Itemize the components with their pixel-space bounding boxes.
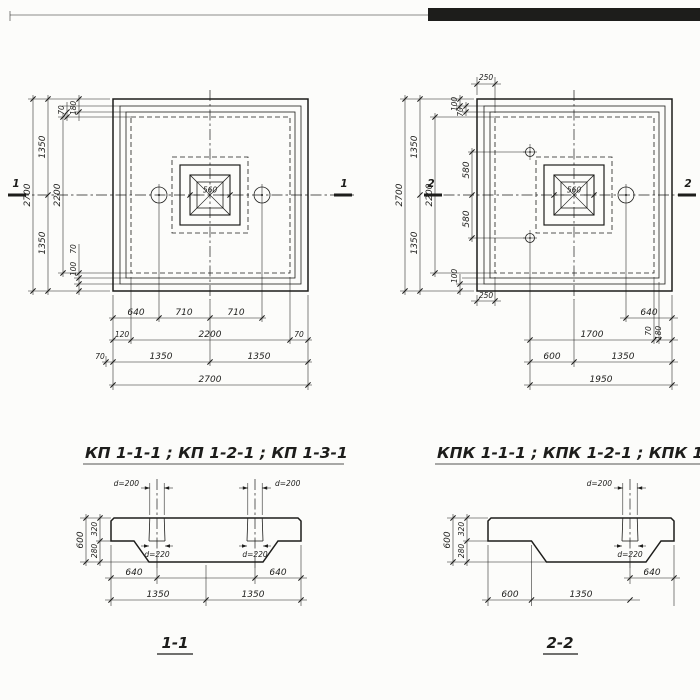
dim-280-sec11: 280 <box>90 544 99 559</box>
dim-580-bottom: 580 <box>462 210 472 227</box>
section11-extension-lines <box>80 517 302 606</box>
dim-250-top: 250 <box>479 73 494 82</box>
section11-sleeves <box>148 479 264 568</box>
dim-640-sec11-right: 640 <box>269 568 286 578</box>
dim-d220-sec22: d=220 <box>617 550 643 559</box>
dim-70-topleft-kpk: 70 <box>456 107 465 117</box>
dim-640-sec11-left: 640 <box>125 568 142 578</box>
dim-280-sec22: 280 <box>457 544 466 559</box>
dim-70-botleft: 70 <box>69 244 78 254</box>
dim-640: 640 <box>127 308 144 318</box>
dim-70-row3: 70 <box>95 352 105 361</box>
dim-180-topleft: 180 <box>69 101 78 116</box>
dim-600-sec22: 600 <box>443 531 453 548</box>
dim-2200-bottom: 2200 <box>199 330 222 340</box>
dim-1350-top: 1350 <box>38 135 48 158</box>
plan2-section-marks: 2 2 <box>424 178 696 197</box>
dim-1350-sec11-left: 1350 <box>147 590 170 600</box>
dim-100-topleft-kpk: 100 <box>450 97 459 112</box>
dim-2200-kpk: 2200 <box>425 183 435 206</box>
plan-view-kp: 1 1 <box>8 90 354 390</box>
dim-70-row2-kpk: 70 <box>644 326 653 336</box>
dim-1950-total: 1950 <box>590 375 613 385</box>
section-2-2-view: d=200 d=220 600 320 280 640 600 1350 2-2 <box>443 479 680 655</box>
section22-body <box>487 517 675 563</box>
plan-view-kpk: 2 2 <box>395 73 696 390</box>
dim-250-bottom: 250 <box>479 291 494 300</box>
dim-600-sec11: 600 <box>76 531 86 548</box>
section-1-1-view: d=200 d=200 d=220 d=220 600 320 280 640 … <box>76 479 307 655</box>
dim-1350-kpk: 1350 <box>612 352 635 362</box>
sheet-frame <box>9 8 700 21</box>
dim-640-kpk: 640 <box>640 308 657 318</box>
dim-120: 120 <box>115 330 130 339</box>
section-mark-1-right: 1 <box>340 178 347 190</box>
dim-socket-560-kpk: 560 <box>567 186 582 195</box>
dim-640-sec22: 640 <box>643 568 660 578</box>
section22-label: 2-2 <box>546 634 573 652</box>
plan2-dim-ticks <box>402 81 675 388</box>
dim-600-kpk: 600 <box>543 352 560 362</box>
title-kp: КП 1-1-1 ; КП 1-2-1 ; КП 1-3-1 <box>85 444 348 462</box>
dim-socket-560: 560 <box>203 186 218 195</box>
dim-d220-left: d=220 <box>144 550 170 559</box>
plan1-dimension-lines <box>32 95 312 386</box>
dim-1700: 1700 <box>581 330 604 340</box>
dim-d200-right: d=200 <box>275 479 301 488</box>
dim-710b: 710 <box>227 308 244 318</box>
dim-d220-right: d=220 <box>242 550 268 559</box>
titles: КП 1-1-1 ; КП 1-2-1 ; КП 1-3-1 КПК 1-1-1… <box>83 444 700 465</box>
plan1-centerlines <box>18 90 354 300</box>
section-mark-2-right: 2 <box>684 178 691 190</box>
plan1-dim-ticks <box>30 96 311 388</box>
dim-d200-left: d=200 <box>114 479 140 488</box>
dim-100-botleft-kpk: 100 <box>450 269 459 284</box>
section11-label: 1-1 <box>161 634 188 652</box>
dim-600-sec22-bottom: 600 <box>501 590 518 600</box>
dim-100-botleft: 100 <box>69 262 78 277</box>
dim-320-sec22: 320 <box>457 522 466 537</box>
dim-2700-bottom: 2700 <box>199 375 222 385</box>
section22-dimension-lines <box>452 514 680 601</box>
plan1-section-marks: 1 1 <box>8 178 352 197</box>
dim-1350-bot: 1350 <box>38 231 48 254</box>
dim-70-topleft: 70 <box>57 105 66 115</box>
dim-320-sec11: 320 <box>90 522 99 537</box>
section11-body <box>110 517 302 563</box>
section-mark-1-left: 1 <box>12 178 19 190</box>
section22-d-dims: d=200 d=220 <box>587 479 646 559</box>
plan2-dimension-lines <box>404 83 678 386</box>
dim-1350-sec11-right: 1350 <box>242 590 265 600</box>
dim-1350-sec22: 1350 <box>570 590 593 600</box>
section11-dim-ticks <box>83 515 304 603</box>
dim-1350b: 1350 <box>248 352 271 362</box>
title-kpk: КПК 1-1-1 ; КПК 1-2-1 ; КПК 1-3-1 <box>437 444 700 462</box>
plan2-centerlines <box>424 90 696 300</box>
dim-70-row2: 70 <box>294 330 304 339</box>
section22-dim-ticks <box>450 515 677 603</box>
dim-580-top: 580 <box>462 161 472 178</box>
dim-2700-kpk: 2700 <box>395 183 405 206</box>
dim-1350-bot-kpk: 1350 <box>410 231 420 254</box>
dim-710a: 710 <box>175 308 192 318</box>
dim-2700-left: 2700 <box>23 183 33 206</box>
plan2-extension-lines <box>400 77 673 390</box>
section22-sleeve <box>621 479 639 568</box>
section11-dimension-lines <box>85 514 307 601</box>
dim-1350a: 1350 <box>150 352 173 362</box>
dim-180-row2-kpk: 180 <box>654 326 663 341</box>
dim-d200-sec22: d=200 <box>587 479 613 488</box>
dim-1350-top-kpk: 1350 <box>410 135 420 158</box>
section11-d-dims: d=200 d=200 d=220 d=220 <box>114 479 301 559</box>
dim-2200-left: 2200 <box>53 183 63 206</box>
section-mark-2-left: 2 <box>427 178 434 190</box>
